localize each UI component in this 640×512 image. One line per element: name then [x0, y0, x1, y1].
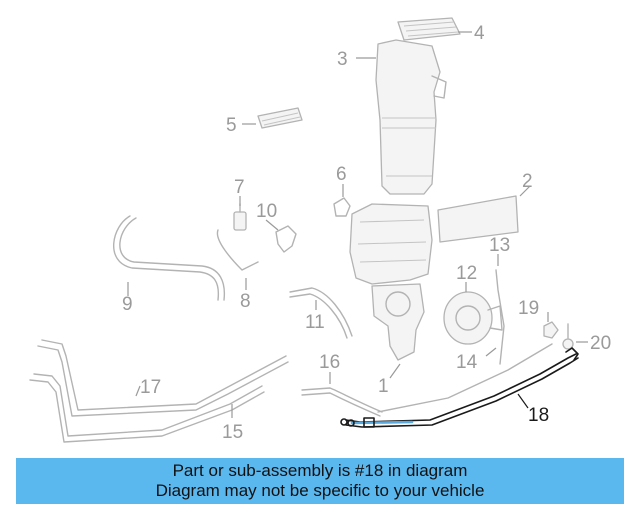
banner-line-1: Part or sub-assembly is #18 in diagram: [172, 461, 468, 480]
callout-15[interactable]: 15: [222, 422, 243, 443]
callout-10[interactable]: 10: [256, 201, 277, 222]
part-7-sensor[interactable]: [233, 203, 247, 231]
callout-6[interactable]: 6: [336, 164, 347, 185]
leader-18: [517, 393, 529, 409]
part-11-hose[interactable]: [289, 287, 353, 339]
ghost-line-behind-18: [377, 343, 553, 413]
callout-8[interactable]: 8: [240, 291, 251, 312]
part-4-vent-grille[interactable]: [397, 17, 461, 41]
callout-20[interactable]: 20: [590, 333, 611, 354]
exploded-parts-diagram: 4 3 5 2 6 1 7 10: [29, 17, 611, 443]
part-12-blower-motor[interactable]: [443, 291, 503, 345]
callout-14[interactable]: 14: [456, 352, 478, 373]
callout-13[interactable]: 13: [489, 235, 510, 256]
callout-5[interactable]: 5: [226, 115, 237, 136]
part-10-valve[interactable]: [275, 225, 297, 253]
part-20-bolt[interactable]: [562, 323, 574, 350]
fitment-notice-banner: Part or sub-assembly is #18 in diagram D…: [16, 458, 624, 504]
part-18-highlighted-line[interactable]: [340, 347, 579, 428]
leader-14: [485, 347, 497, 357]
callout-7[interactable]: 7: [234, 177, 245, 198]
part-19-nut[interactable]: [543, 321, 559, 339]
callout-1[interactable]: 1: [378, 376, 389, 397]
callout-2[interactable]: 2: [522, 171, 533, 192]
callout-18[interactable]: 18: [528, 405, 549, 426]
part-9-hose[interactable]: [113, 215, 226, 301]
callout-19[interactable]: 19: [518, 298, 539, 319]
callout-12[interactable]: 12: [456, 263, 477, 284]
part-8-tube[interactable]: [216, 229, 259, 271]
part-1-hvac-housing[interactable]: [349, 203, 433, 361]
part-6-bracket[interactable]: [333, 197, 351, 217]
part-13-rod[interactable]: [495, 269, 505, 365]
part-5-small-vent[interactable]: [257, 107, 303, 129]
leader-2: [519, 185, 531, 197]
part-3-air-duct[interactable]: [375, 39, 447, 195]
leader-1: [389, 363, 401, 379]
callout-11[interactable]: 11: [305, 312, 325, 333]
leader-10: [265, 219, 279, 231]
part-17-ac-lines[interactable]: [37, 339, 289, 417]
callout-16[interactable]: 16: [319, 352, 340, 373]
callout-17[interactable]: 17: [140, 377, 161, 398]
part-16-hose[interactable]: [301, 387, 383, 417]
part-2-filter-panel[interactable]: [437, 195, 519, 243]
callout-4[interactable]: 4: [474, 23, 485, 44]
callout-9[interactable]: 9: [122, 294, 133, 315]
leader-17: [135, 385, 141, 397]
banner-line-2: Diagram may not be specific to your vehi…: [155, 481, 485, 500]
callout-3[interactable]: 3: [337, 49, 348, 70]
